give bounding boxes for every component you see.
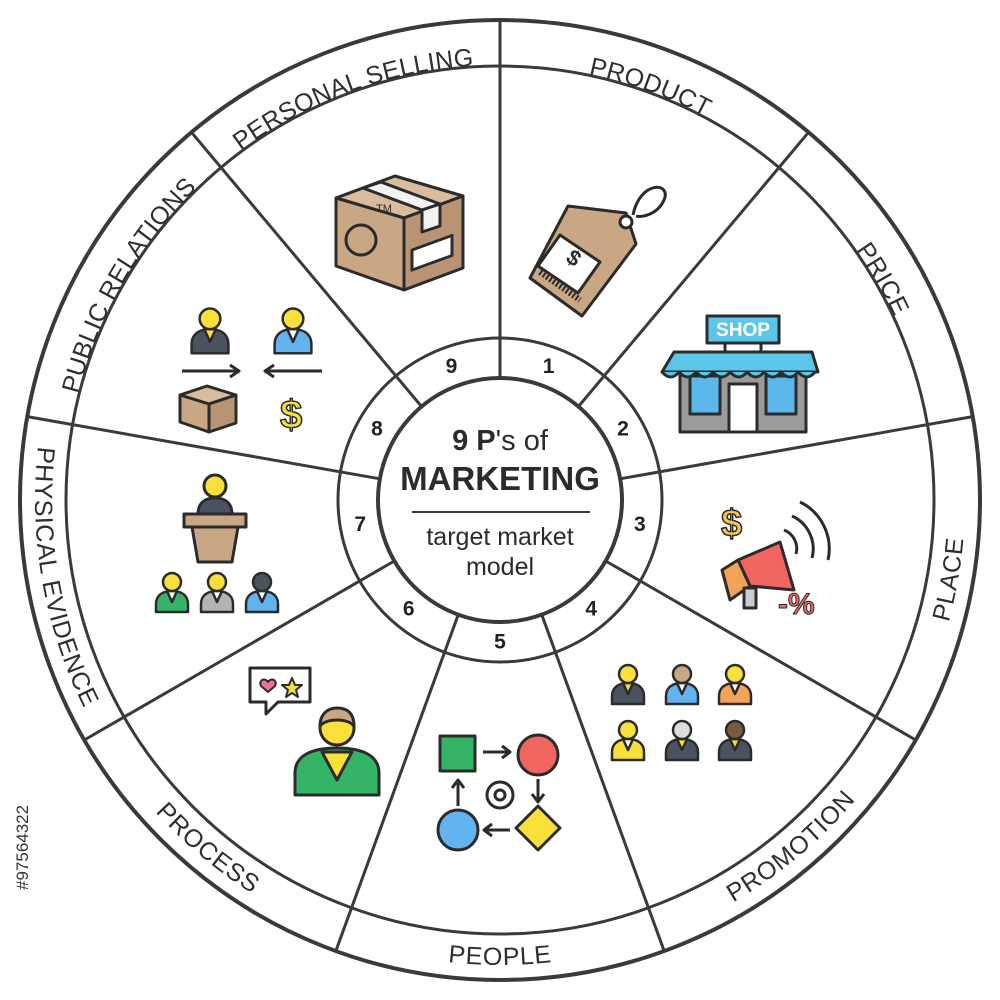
price-tag-icon: $ <box>528 185 667 318</box>
box-icon: TM <box>334 174 465 292</box>
segment-number: 9 <box>446 355 458 378</box>
spoke <box>604 559 917 742</box>
person-figure <box>717 719 753 762</box>
stock-id: #97564322 <box>13 805 32 890</box>
svg-text:$: $ <box>721 503 742 545</box>
feedback-person-icon <box>248 666 381 797</box>
person-figure <box>717 663 753 706</box>
segment-label: PEOPLE <box>447 940 552 971</box>
audience-group <box>154 571 280 614</box>
spoke <box>190 131 423 408</box>
spoke <box>540 614 666 952</box>
svg-text:9 P's of: 9 P's of <box>452 425 549 457</box>
segment-number: 6 <box>403 597 415 620</box>
segment-label: PRICE <box>851 237 915 319</box>
svg-text:-%: -% <box>778 588 815 621</box>
segment-numbers: 1 2 3 4 5 6 7 8 9 <box>354 355 645 653</box>
person-figure <box>244 571 280 614</box>
person-figure <box>664 719 700 762</box>
center-hub: 9 P's of MARKETING target market model <box>376 376 624 624</box>
personal-selling-icon: $ <box>178 307 322 438</box>
spoke <box>577 131 810 408</box>
segment-number: 5 <box>494 631 506 654</box>
center-subtitle-line1: target market <box>426 523 573 551</box>
center-title-suffix: 's of <box>496 425 549 457</box>
segment-number: 4 <box>585 597 597 620</box>
center-subtitle-line2: model <box>466 553 534 581</box>
segment-number: 8 <box>371 418 383 441</box>
person-figure <box>154 571 190 614</box>
people-group-icon <box>610 663 753 762</box>
svg-text:$: $ <box>280 393 302 437</box>
person-figure <box>610 719 646 762</box>
spoke <box>619 415 973 481</box>
person-figure <box>273 307 313 355</box>
megaphone-icon: $ -% <box>720 500 831 622</box>
shop-icon: SHOP <box>660 314 820 434</box>
segment-number: 2 <box>617 418 629 441</box>
segment-number: 7 <box>354 513 366 536</box>
segment-label: PUBLIC RELATIONS <box>56 172 201 396</box>
svg-text:SHOP: SHOP <box>716 320 770 341</box>
person-figure <box>190 307 230 355</box>
spoke <box>83 559 396 742</box>
center-title-number: 9 P <box>452 425 496 457</box>
person-figure <box>610 663 646 706</box>
center-title-main: MARKETING <box>400 460 600 497</box>
segment-label: PERSONAL SELLING <box>228 43 475 155</box>
person-figure <box>199 571 235 614</box>
speaker-audience-icon <box>182 473 248 564</box>
spoke <box>334 614 460 952</box>
svg-text:TM: TM <box>376 203 392 215</box>
segment-number: 3 <box>634 513 646 536</box>
spoke <box>27 415 381 481</box>
process-flow-icon <box>436 733 562 852</box>
person-figure <box>664 663 700 706</box>
segment-label: PLACE <box>927 536 969 624</box>
segment-number: 1 <box>543 355 555 378</box>
segment-label: PROMOTION <box>722 785 860 907</box>
wheel-spokes <box>27 20 973 952</box>
